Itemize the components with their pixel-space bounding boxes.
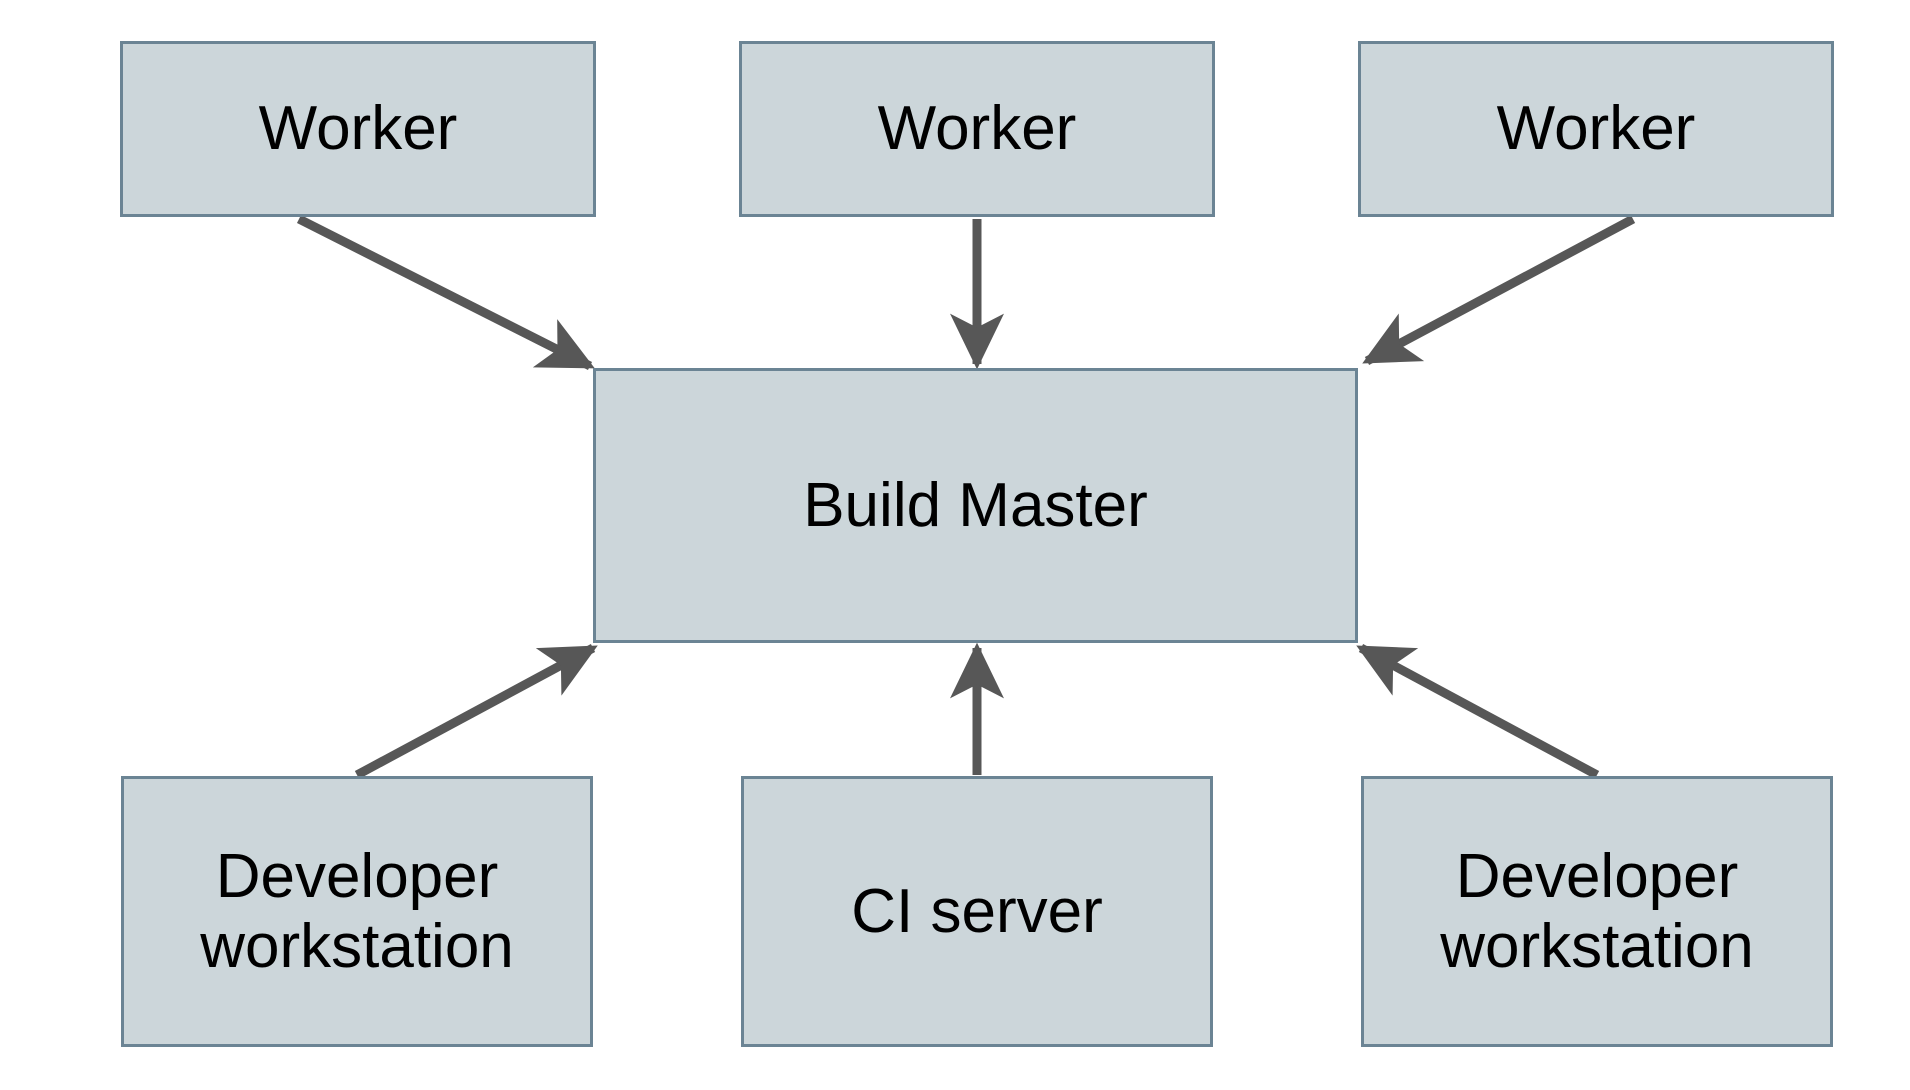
node-ci-server[interactable]: CI server <box>741 776 1213 1047</box>
node-worker-3-label: Worker <box>1496 94 1696 164</box>
edge-devright-to-master <box>1356 644 1600 779</box>
node-worker-2[interactable]: Worker <box>739 41 1215 217</box>
node-worker-1-label: Worker <box>258 94 458 164</box>
node-build-master[interactable]: Build Master <box>593 368 1358 643</box>
node-build-master-label: Build Master <box>803 470 1148 540</box>
node-developer-workstation-right-label: Developer workstation <box>1440 842 1754 981</box>
node-worker-2-label: Worker <box>877 94 1077 164</box>
node-developer-workstation-left[interactable]: Developer workstation <box>121 776 593 1047</box>
edge-devleft-to-master <box>354 644 598 779</box>
node-developer-workstation-right[interactable]: Developer workstation <box>1361 776 1833 1047</box>
node-worker-1[interactable]: Worker <box>120 41 596 217</box>
edge-worker3-to-master <box>1362 215 1636 365</box>
node-worker-3[interactable]: Worker <box>1358 41 1834 217</box>
node-developer-workstation-left-label: Developer workstation <box>200 842 514 981</box>
edge-worker1-to-master <box>296 214 595 371</box>
node-ci-server-label: CI server <box>851 876 1103 946</box>
